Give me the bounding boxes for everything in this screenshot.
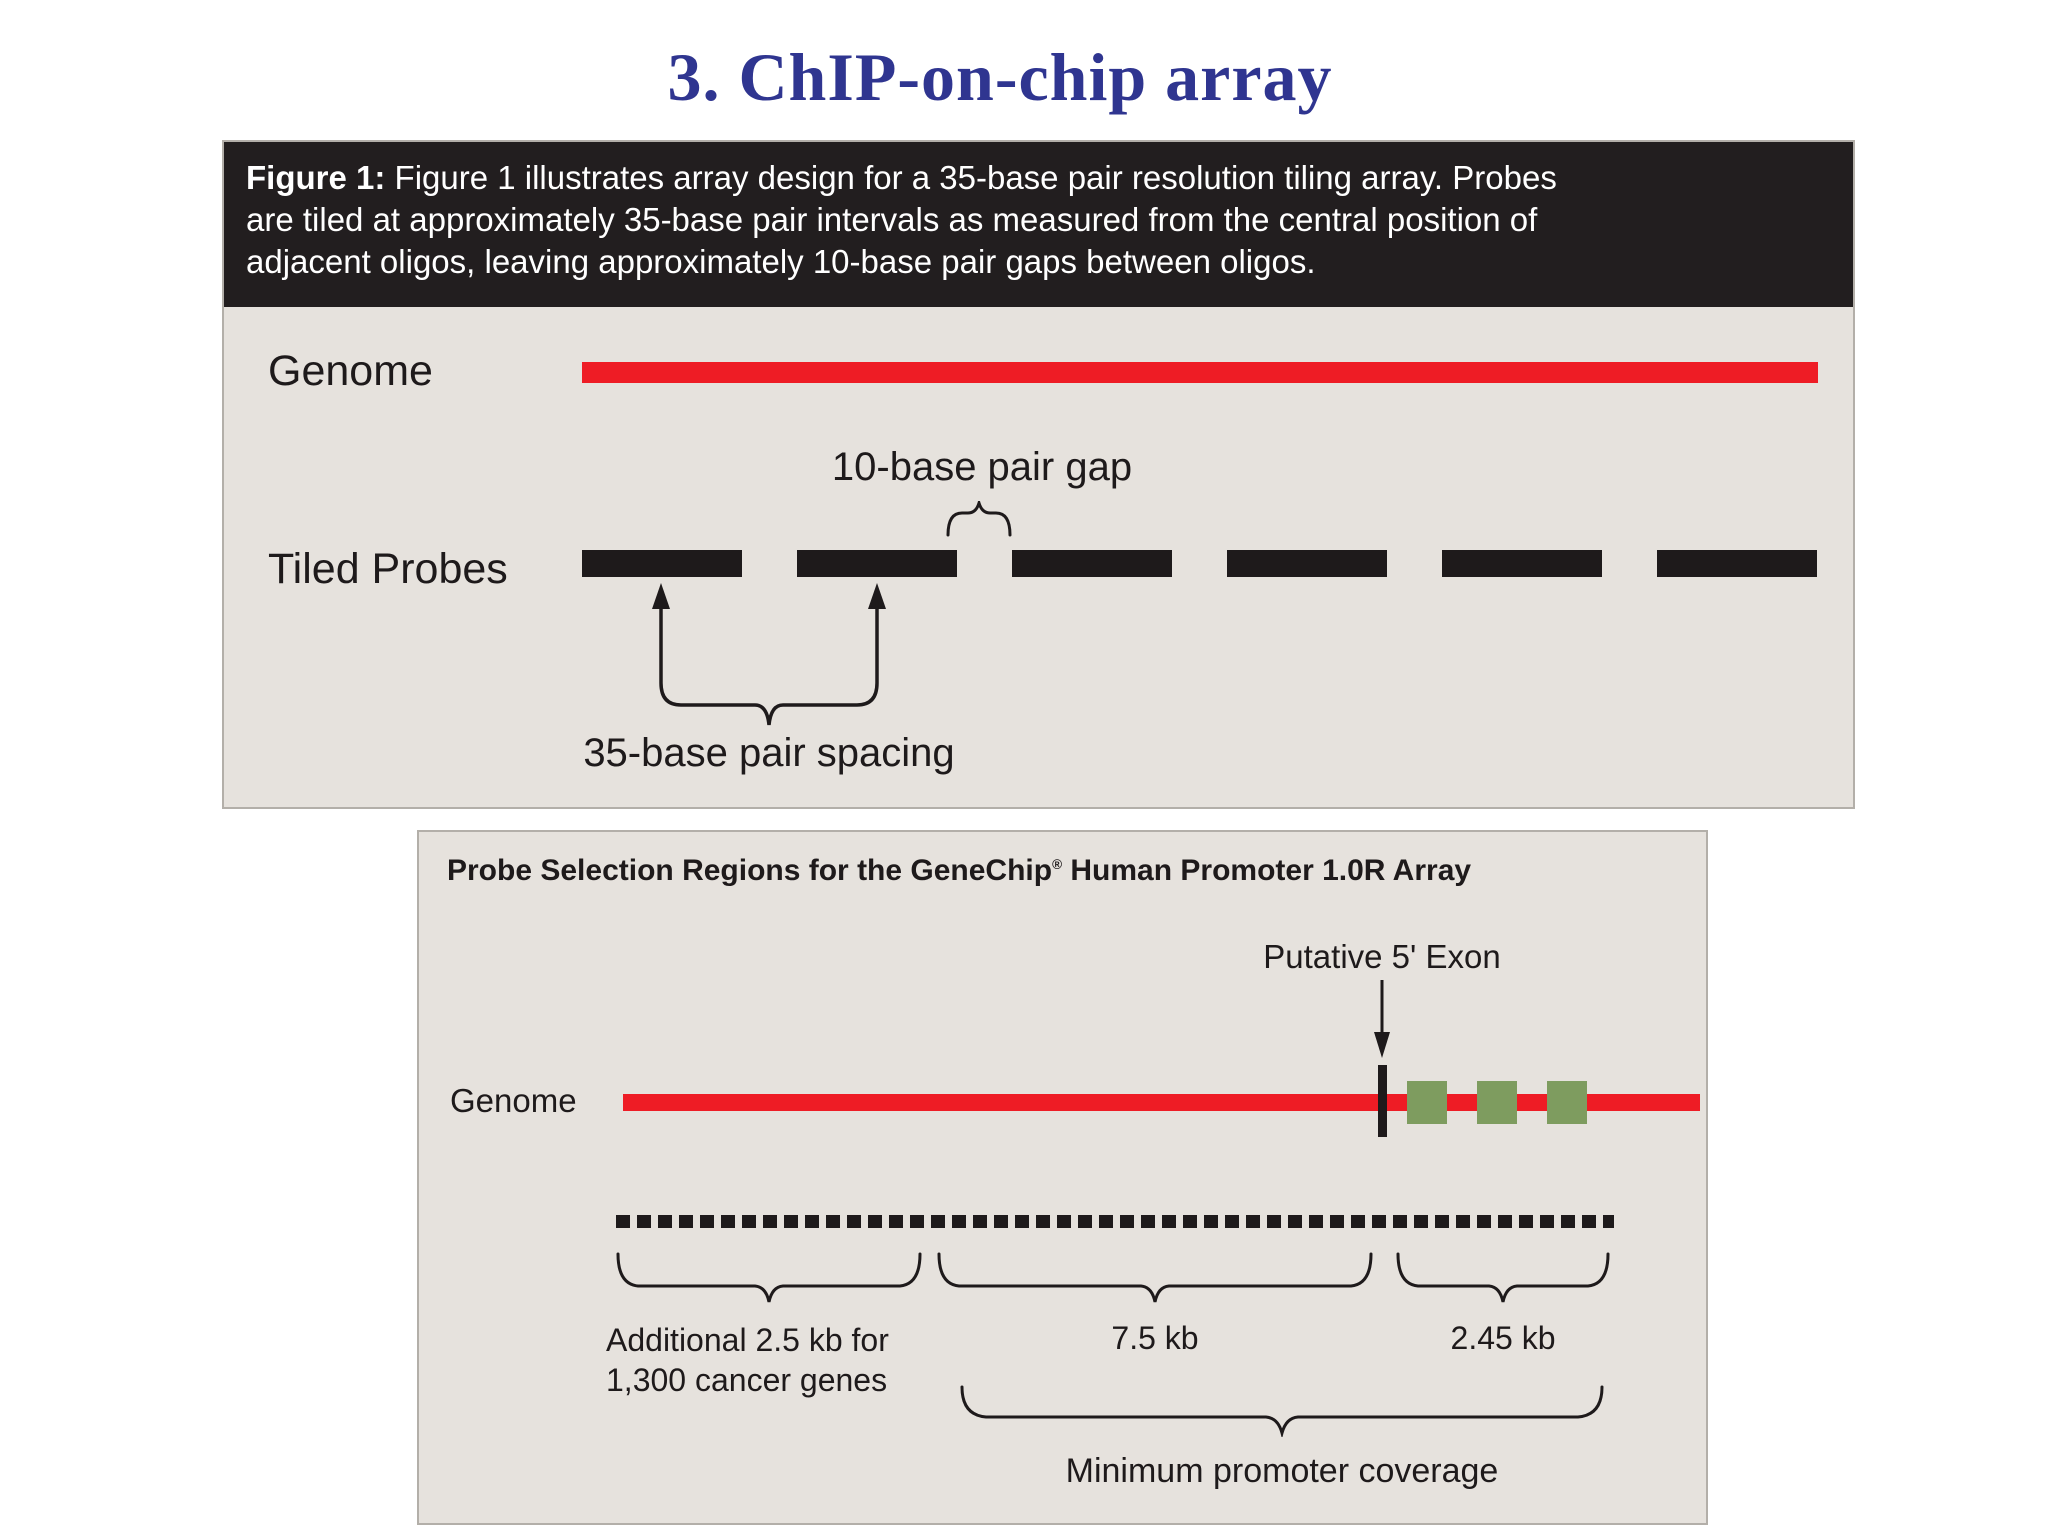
gap-brace [946,501,1012,537]
down-arrowhead-icon [1374,1032,1390,1058]
caption-line-1: Figure 1: Figure 1 illustrates array des… [246,159,1557,196]
exon-box [1477,1081,1517,1124]
caption-line-2: are tiled at approximately 35-base pair … [246,201,1538,238]
exon-box [1547,1081,1587,1124]
coverage-label: Minimum promoter coverage [1065,1452,1499,1490]
probe-region-dashed-line [616,1215,1614,1228]
putative-exon-label: Putative 5' Exon [1263,938,1501,975]
exon-box [1407,1081,1447,1124]
probe-bar [582,550,742,577]
caption-label: Figure 1: [246,159,386,196]
spacing-brace-with-arrows [652,583,886,726]
mid-span-label: 7.5 kb [1111,1320,1199,1356]
bracket-7-5kb [937,1252,1373,1303]
spacing-label: 35-base pair spacing [583,731,955,775]
probe-bar [1227,550,1387,577]
probe-bar [1442,550,1602,577]
genome-label: Genome [450,1082,577,1119]
probe-bar [1012,550,1172,577]
figure1-caption: Figure 1: Figure 1 illustrates array des… [224,142,1853,307]
caption-line-3: adjacent oligos, leaving approximately 1… [246,243,1316,280]
additional-span-label: Additional 2.5 kb for 1,300 cancer genes [606,1322,889,1398]
coverage-bracket [960,1385,1604,1437]
probe-bar [1657,550,1817,577]
bracket-additional [616,1252,922,1303]
up-arrowhead-icon [868,583,886,609]
gap-label: 10-base pair gap [831,445,1133,489]
bracket-2-45kb [1396,1252,1610,1303]
slide-title: 3. ChIP-on-chip array [667,39,1333,115]
genome-label: Genome [268,347,433,395]
genome-line [623,1094,1700,1111]
figure1-diagram: Genome 10-base pair gap Tiled Probes 35-… [224,307,1853,807]
putative-exon-arrow [1374,980,1390,1058]
right-span-label: 2.45 kb [1450,1320,1556,1356]
genome-bar [582,362,1818,383]
figure2-title: Probe Selection Regions for the GeneChip… [447,854,1472,887]
figure1-panel: Figure 1: Figure 1 illustrates array des… [222,140,1855,809]
probe-bar [797,550,957,577]
tss-tick [1378,1065,1387,1137]
figure2-panel: Probe Selection Regions for the GeneChip… [417,830,1708,1525]
tiled-probes-label: Tiled Probes [268,545,508,593]
up-arrowhead-icon [652,583,670,609]
registered-mark: ® [1052,857,1063,872]
